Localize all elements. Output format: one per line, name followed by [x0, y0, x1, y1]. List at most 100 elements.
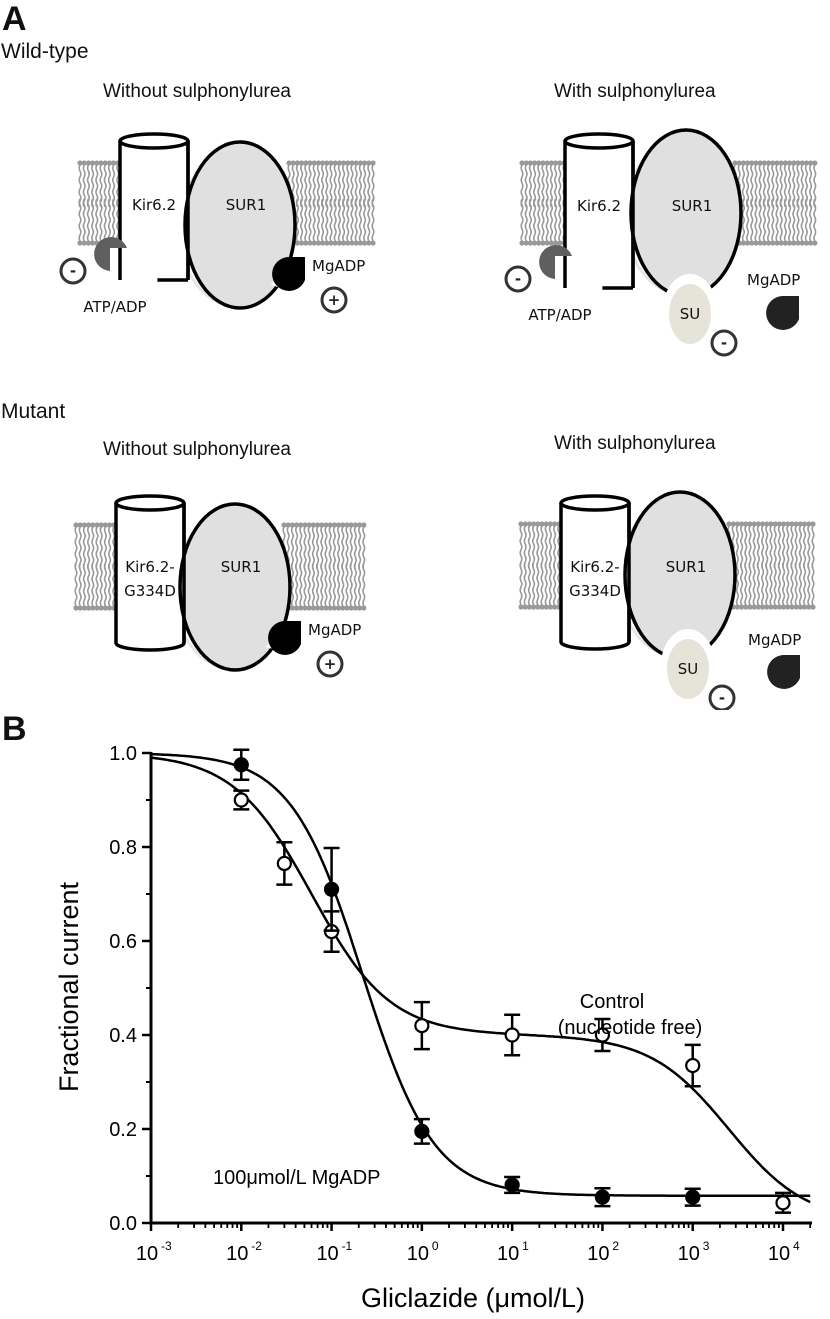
control-data-point	[504, 1013, 521, 1057]
mut-noSU-mgadp-label: MgADP	[308, 621, 361, 639]
mut-SU-mgadp-label: MgADP	[748, 631, 801, 649]
wt-SU-membrane-right	[732, 160, 818, 246]
mut-noSU-kir-label-2: G334D	[124, 582, 176, 600]
control-data-point	[233, 789, 250, 811]
wt-SU-su-label: SU	[680, 305, 701, 323]
wt-SU-kir-label: Kir6.2	[577, 197, 621, 215]
y-tick-label: 0.4	[109, 1025, 137, 1047]
mut-SU-su-label: SU	[678, 660, 699, 678]
mgadp-data-point	[413, 1117, 430, 1145]
x-axis-label: Gliclazide (μmol/L)	[361, 1283, 585, 1313]
mut-SU-membrane-right	[726, 521, 816, 610]
mgadp-data-point	[594, 1186, 611, 1208]
x-tick-label: 10	[136, 1243, 158, 1265]
mut-without-su-title: Without sulphonylurea	[103, 439, 291, 460]
wild-type-heading: Wild-type	[1, 40, 89, 63]
mut-SU-sur1-label: SUR1	[666, 558, 706, 576]
x-tick-label: 10	[316, 1243, 338, 1265]
open-marker	[276, 855, 292, 872]
mut-SU-su-icon	[667, 639, 709, 699]
open-marker	[233, 792, 249, 808]
y-tick-label: 0.8	[109, 837, 137, 859]
mut-SU-kir-label-2: G334D	[569, 582, 621, 600]
svg-text:-: -	[721, 334, 727, 352]
filled-marker	[233, 757, 249, 773]
filled-marker	[323, 881, 340, 897]
svg-text:-: -	[719, 689, 725, 707]
x-tick-exponent: 2	[612, 1239, 619, 1253]
mut-noSU-membrane-left	[73, 522, 117, 611]
control-data-point	[594, 1017, 611, 1053]
mgadp-fit-curve	[151, 752, 811, 1197]
control-data-point	[276, 841, 293, 886]
wt-noSU-atp-adp-label: ATP/ADP	[83, 298, 146, 316]
mut-noSU-sur1-label: SUR1	[221, 558, 261, 576]
x-tick-label: 10	[226, 1243, 248, 1265]
mut-noSU-kir-label: Kir6.2-	[125, 558, 174, 576]
x-tick-exponent: 1	[522, 1239, 529, 1253]
mgadp-data-point	[233, 748, 250, 782]
wt-noSU-atp-adp-icon	[94, 237, 127, 271]
mut-SU-mgadp-free-icon	[767, 655, 800, 689]
mut-noSU-membrane-right	[281, 522, 367, 611]
wt-SU-atp-adp-icon	[539, 245, 572, 279]
wt-SU-inhibit-sign: -	[504, 265, 532, 293]
open-marker	[414, 1018, 430, 1034]
y-axis-label: Fractional current	[54, 881, 84, 1092]
x-tick-exponent: 3	[703, 1239, 710, 1253]
open-marker	[504, 1027, 520, 1043]
panel-b-label: B	[2, 710, 27, 748]
wt-noSU-membrane-right	[286, 160, 376, 246]
open-marker	[685, 1057, 701, 1074]
filled-marker	[414, 1123, 430, 1139]
open-marker	[594, 1027, 611, 1043]
y-tick-label: 0.0	[109, 1213, 137, 1235]
mgadp-data-point	[684, 1187, 701, 1207]
control-series-label-line2: (nucleotide free)	[558, 1017, 703, 1039]
wt-with-su-title: With sulphonylurea	[554, 81, 716, 102]
control-series-label-line1: Control	[580, 991, 644, 1013]
svg-text:-: -	[70, 262, 76, 280]
mgadp-data-point	[323, 846, 340, 932]
mut-noSU-kir62-channel	[114, 494, 186, 652]
y-tick-label: 1.0	[109, 743, 137, 765]
wt-SU-su-inhibit-sign: -	[710, 329, 738, 357]
mgadp-series-label: 100μmol/L MgADP	[213, 1167, 381, 1189]
control-data-point	[684, 1043, 701, 1088]
wt-SU-su-icon	[669, 284, 711, 344]
mut-SU-membrane-left	[518, 521, 562, 610]
svg-text:+: +	[328, 291, 341, 309]
wt-noSU-inhibit-sign: -	[59, 257, 87, 285]
x-tick-label: 10	[768, 1243, 790, 1265]
svg-text:-: -	[515, 270, 521, 288]
wt-SU-atp-adp-label: ATP/ADP	[528, 306, 591, 324]
mut-noSU-mgadp-bound-icon	[268, 621, 301, 655]
svg-text:+: +	[324, 655, 337, 673]
control-data-point	[775, 1191, 791, 1214]
y-tick-label: 0.2	[109, 1119, 137, 1141]
mut-with-su-title: With sulphonylurea	[554, 433, 716, 454]
wt-noSU-sur1-label: SUR1	[226, 196, 266, 214]
x-tick-exponent: -3	[161, 1239, 172, 1253]
wt-noSU-membrane-left	[77, 160, 121, 246]
control-data-point	[413, 1000, 430, 1051]
chart-fit-curves	[150, 752, 811, 1204]
mut-noSU-sur1	[178, 502, 292, 672]
y-tick-label: 0.6	[109, 931, 137, 953]
x-tick-exponent: -1	[342, 1239, 353, 1253]
chart-data-points	[233, 748, 791, 1214]
filled-marker	[594, 1189, 611, 1205]
x-tick-exponent: -2	[251, 1239, 262, 1253]
wt-without-su-title: Without sulphonylurea	[103, 81, 291, 102]
x-tick-exponent: 4	[793, 1239, 800, 1253]
open-marker	[775, 1195, 791, 1211]
filled-marker	[685, 1189, 701, 1205]
panel-a-label: A	[2, 0, 27, 38]
wt-SU-mgadp-free-icon	[766, 296, 799, 330]
x-tick-label: 10	[587, 1243, 609, 1265]
